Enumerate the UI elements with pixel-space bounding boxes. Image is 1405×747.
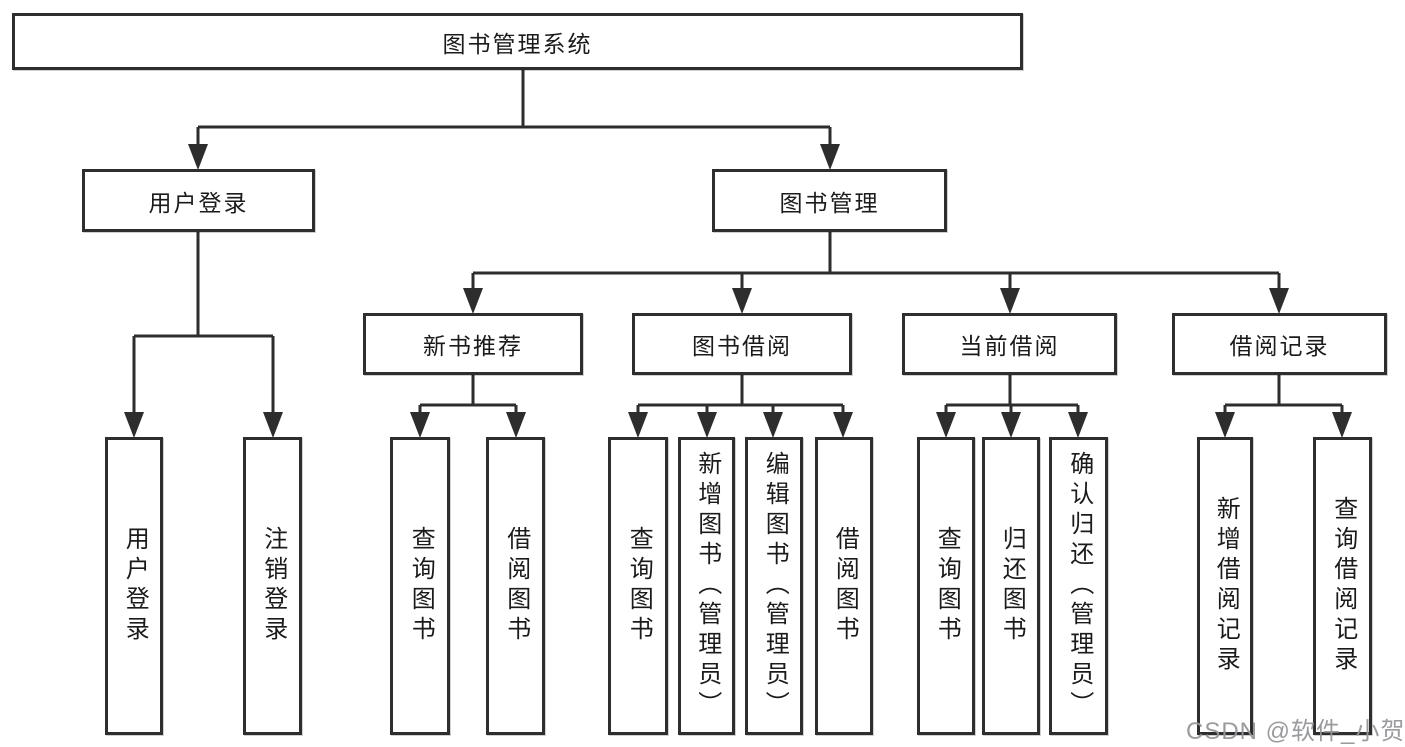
module-current-borrow-node: 当前借阅 [902, 313, 1117, 375]
user-login-split-connector [124, 232, 283, 438]
leaf-borrow-add-node: 新增图书（管理员） [678, 437, 735, 735]
leaf-borrow-borrow-node: 借阅图书 [815, 437, 873, 735]
book-mgmt-node: 图书管理 [712, 169, 947, 232]
borrow-record-split-connector [1215, 375, 1352, 438]
module-new-book-node: 新书推荐 [363, 313, 583, 375]
leaf-newbook-borrow-node: 借阅图书 [486, 437, 545, 735]
module-borrow-record-node: 借阅记录 [1172, 313, 1387, 375]
book-mgmt-split-connector [463, 232, 1289, 314]
leaf-logout-node: 注销登录 [243, 437, 302, 735]
leaf-record-query-node: 查询借阅记录 [1313, 437, 1372, 735]
leaf-newbook-query-node: 查询图书 [390, 437, 450, 735]
leaf-current-query-node: 查询图书 [917, 437, 975, 735]
book-borrow-split-connector [628, 375, 853, 438]
current-borrow-split-connector [936, 375, 1088, 438]
root-split-connector [188, 70, 840, 170]
new-book-split-connector [410, 375, 526, 438]
leaf-current-return-node: 归还图书 [982, 437, 1040, 735]
leaf-user-login-node: 用户登录 [105, 437, 163, 735]
csdn-watermark: CSDN @软件_小贺同学 [1186, 718, 1405, 745]
module-book-borrow-node: 图书借阅 [632, 313, 852, 375]
leaf-borrow-edit-node: 编辑图书（管理员） [745, 437, 803, 735]
leaf-record-add-node: 新增借阅记录 [1197, 437, 1253, 735]
leaf-borrow-query-node: 查询图书 [608, 437, 668, 735]
leaf-current-confirm-node: 确认归还（管理员） [1049, 437, 1108, 735]
root-node: 图书管理系统 [12, 13, 1023, 70]
user-login-node: 用户登录 [82, 169, 315, 232]
